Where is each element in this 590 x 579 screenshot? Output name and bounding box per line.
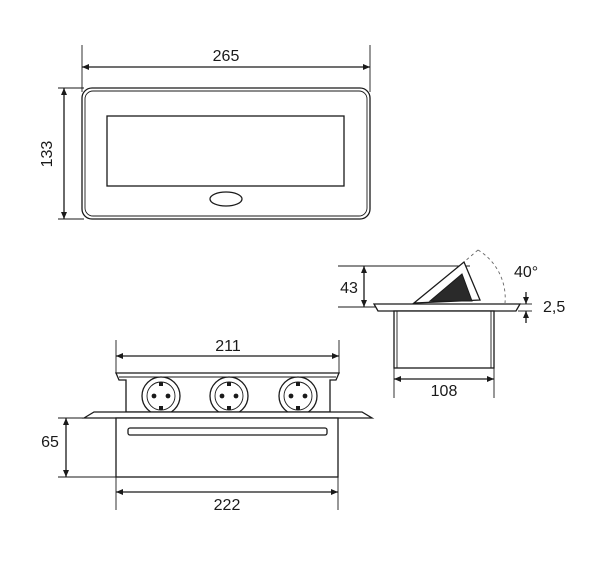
front-slot [127,427,328,436]
side-flange-label: 2,5 [543,299,565,316]
side-housing [393,310,495,369]
front-housing [115,417,339,478]
front-flange [81,411,375,419]
front-bottom-width-label: 222 [214,497,241,514]
side-angle-label: 40° [514,264,538,281]
push-button [209,191,243,207]
front-height-label: 65 [41,434,59,451]
top-view: 265 133 [39,45,371,220]
top-width-label: 265 [213,48,240,65]
top-height-label: 133 [39,141,56,168]
side-view: 43 40° 2,5 108 [338,249,565,400]
side-flange [372,303,522,312]
front-top-width-label: 211 [215,338,241,355]
side-height-label: 43 [340,280,358,297]
top-lid-panel [106,115,345,187]
top-cover-plate [81,87,371,220]
side-width-label: 108 [431,383,458,400]
front-view: 211 [41,338,375,514]
